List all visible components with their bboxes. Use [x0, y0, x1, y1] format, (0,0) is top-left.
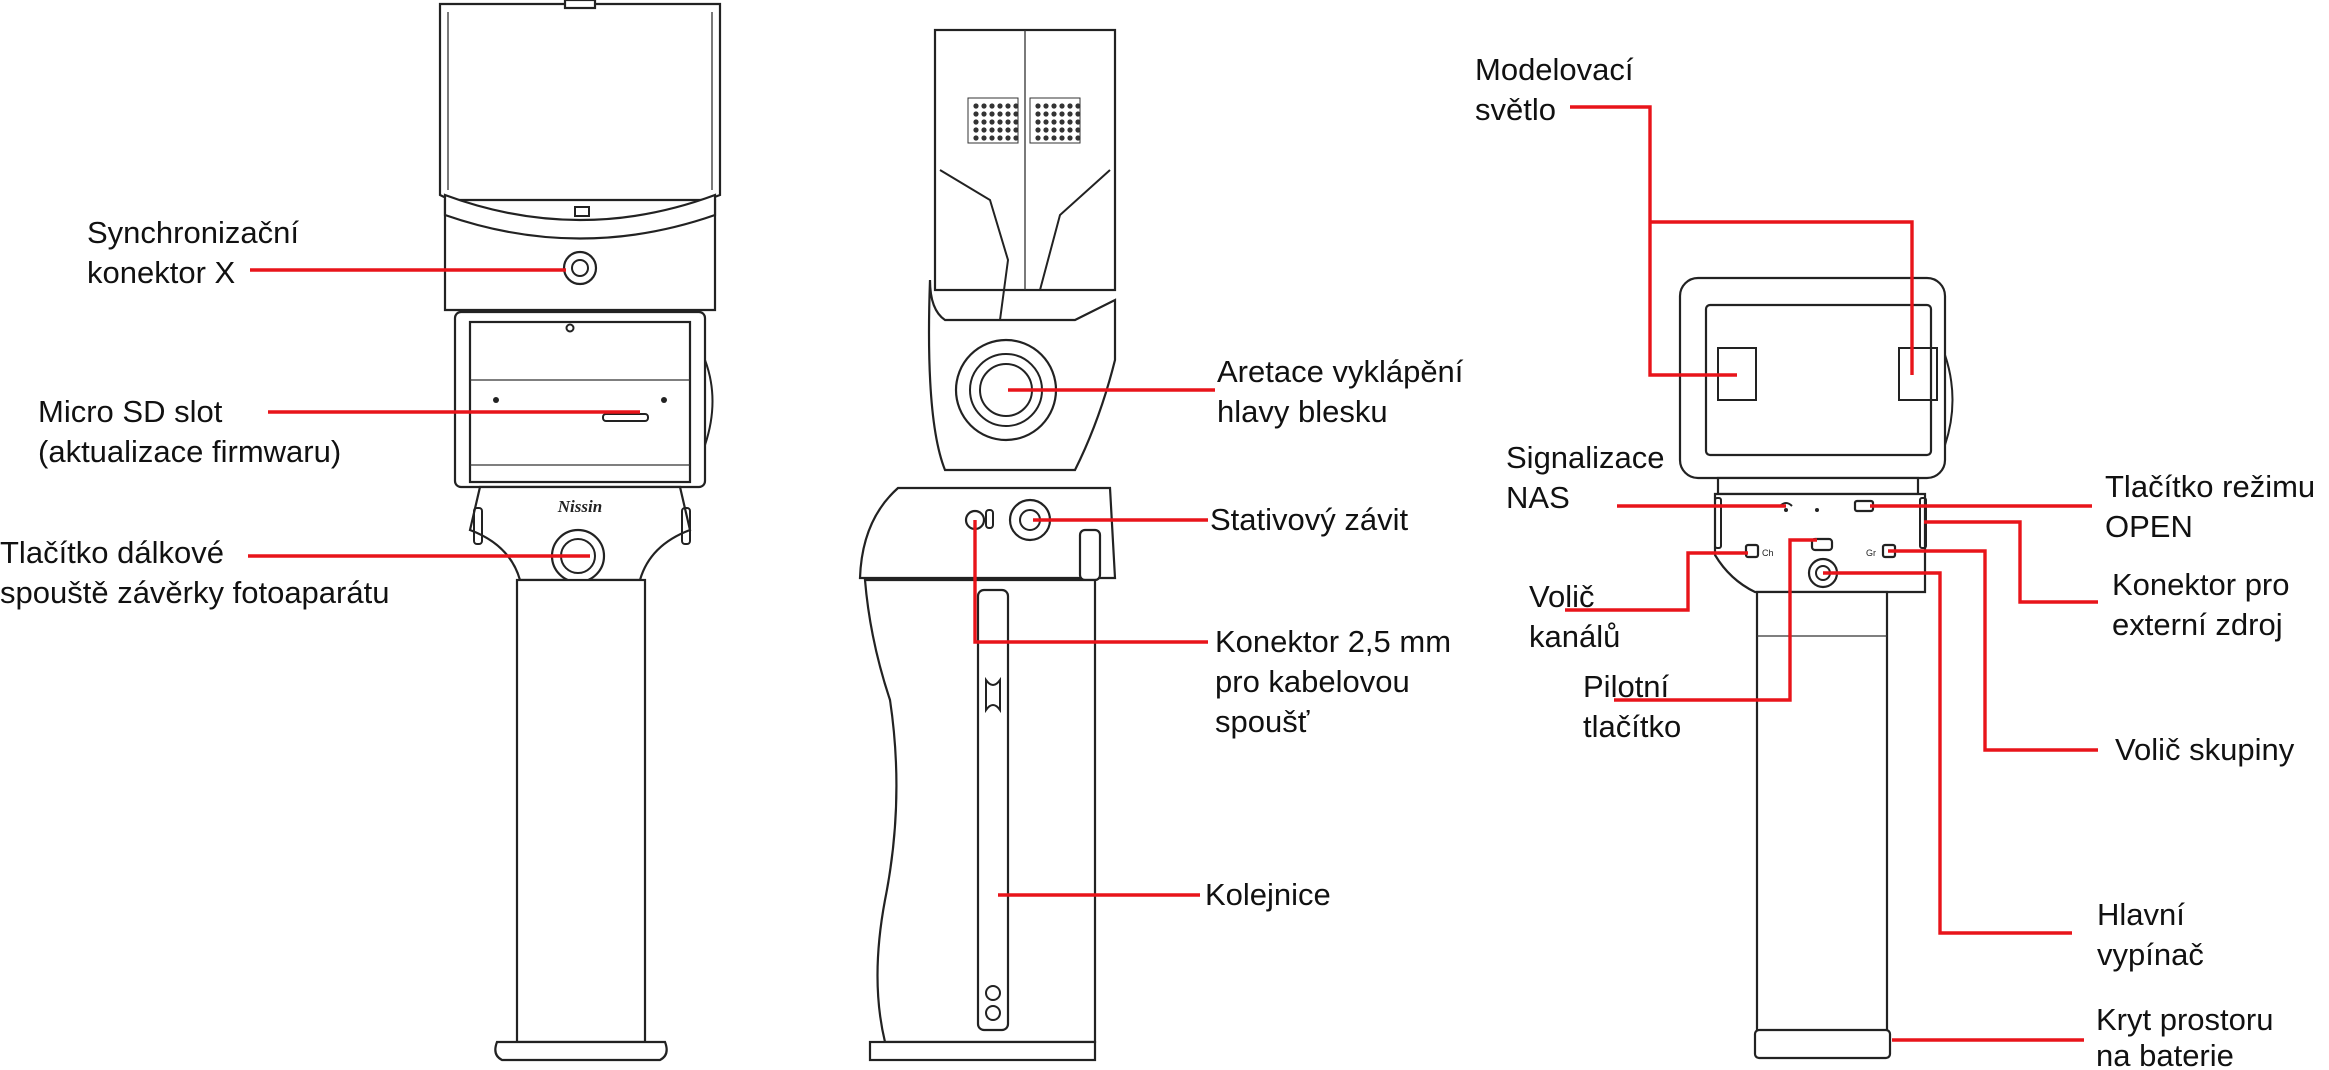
label-tripod-thread: Stativový závit: [1210, 502, 1409, 537]
label-nas: Signalizace NAS: [1506, 440, 1673, 515]
vent-hole: [1067, 135, 1073, 141]
leader-ext-power: [1924, 520, 2098, 604]
vent-hole: [989, 119, 995, 125]
vent-hole: [1005, 119, 1011, 125]
vent-hole: [1075, 103, 1081, 109]
vent-hole: [981, 135, 987, 141]
vent-hole: [1043, 111, 1049, 117]
front-view-flash: Nissin: [438, 0, 722, 1062]
vent-hole: [981, 127, 987, 133]
leader-power: [1823, 571, 2072, 935]
label-external-power: Konektor pro externí zdroj: [2112, 567, 2298, 642]
leader-channel: [1565, 551, 1748, 612]
brand-logo: Nissin: [557, 497, 602, 516]
vent-grille: [967, 97, 1081, 144]
vent-hole: [973, 103, 979, 109]
vent-hole: [973, 119, 979, 125]
vent-hole: [989, 103, 995, 109]
vent-hole: [1059, 135, 1065, 141]
vent-hole: [1075, 111, 1081, 117]
leader-jack: [973, 520, 1208, 644]
vent-hole: [997, 127, 1003, 133]
leader-pilot: [1614, 538, 1817, 702]
vent-hole: [989, 111, 995, 117]
vent-hole: [1067, 111, 1073, 117]
label-main-switch: Hlavní vypínač: [2097, 897, 2204, 972]
vent-hole: [973, 111, 979, 117]
label-modeling-light: Modelovací světlo: [1475, 52, 1642, 127]
vent-hole: [1035, 103, 1041, 109]
label-rail: Kolejnice: [1205, 877, 1331, 912]
labels: Synchronizační konektor X Micro SD slot …: [0, 52, 2324, 1070]
vent-hole: [1043, 127, 1049, 133]
vent-hole: [973, 135, 979, 141]
vent-hole: [1051, 135, 1057, 141]
vent-hole: [1035, 135, 1041, 141]
vent-hole: [997, 103, 1003, 109]
group-mark: Gr: [1866, 548, 1876, 558]
label-cable-jack: Konektor 2,5 mm pro kabelovou spoušť: [1215, 624, 1460, 739]
vent-hole: [981, 111, 987, 117]
leader-lines: [248, 105, 2098, 1042]
vent-hole: [1075, 135, 1081, 141]
vent-hole: [1005, 103, 1011, 109]
vent-hole: [997, 119, 1003, 125]
leader-modeling: [1570, 105, 1914, 377]
vent-hole: [1035, 127, 1041, 133]
rear-view-flash: Ch Gr: [1678, 276, 1954, 1060]
vent-hole: [1035, 119, 1041, 125]
vent-hole: [1067, 103, 1073, 109]
vent-hole: [1013, 119, 1019, 125]
vent-hole: [1005, 135, 1011, 141]
label-open-button: Tlačítko režimu OPEN: [2105, 469, 2324, 544]
vent-hole: [1051, 119, 1057, 125]
vent-hole: [989, 127, 995, 133]
vent-hole: [989, 135, 995, 141]
label-tilt-lock: Aretace vyklápění hlavy blesku: [1217, 354, 1472, 429]
channel-mark: Ch: [1762, 548, 1774, 558]
label-sync-connector: Synchronizační konektor X: [87, 215, 308, 290]
vent-hole: [1051, 127, 1057, 133]
vent-hole: [981, 103, 987, 109]
vent-hole: [997, 111, 1003, 117]
vent-hole: [1059, 111, 1065, 117]
vent-hole: [1075, 127, 1081, 133]
label-pilot-button: Pilotní tlačítko: [1583, 669, 1681, 744]
vent-hole: [1005, 111, 1011, 117]
vent-hole: [1043, 119, 1049, 125]
label-battery-cover: Kryt prostoru na baterie: [2096, 1002, 2282, 1070]
vent-hole: [1051, 111, 1057, 117]
vent-hole: [1035, 111, 1041, 117]
vent-hole: [1013, 111, 1019, 117]
vent-hole: [1067, 127, 1073, 133]
vent-hole: [1043, 103, 1049, 109]
vent-hole: [1005, 127, 1011, 133]
vent-hole: [1059, 103, 1065, 109]
label-group-selector: Volič skupiny: [2115, 732, 2295, 767]
label-channel-selector: Volič kanálů: [1529, 579, 1620, 654]
vent-hole: [1013, 135, 1019, 141]
vent-hole: [1051, 103, 1057, 109]
vent-hole: [1059, 127, 1065, 133]
label-remote-shutter: Tlačítko dálkové spouště závěrky fotoapa…: [0, 535, 389, 610]
vent-hole: [1067, 119, 1073, 125]
side-view-flash: [858, 28, 1117, 1062]
vent-hole: [973, 127, 979, 133]
vent-hole: [1013, 103, 1019, 109]
vent-hole: [981, 119, 987, 125]
vent-hole: [1043, 135, 1049, 141]
label-microsd-slot: Micro SD slot (aktualizace firmwaru): [38, 394, 341, 469]
leader-group: [1888, 549, 2098, 752]
vent-hole: [997, 135, 1003, 141]
vent-hole: [1075, 119, 1081, 125]
vent-hole: [1059, 119, 1065, 125]
vent-hole: [1013, 127, 1019, 133]
